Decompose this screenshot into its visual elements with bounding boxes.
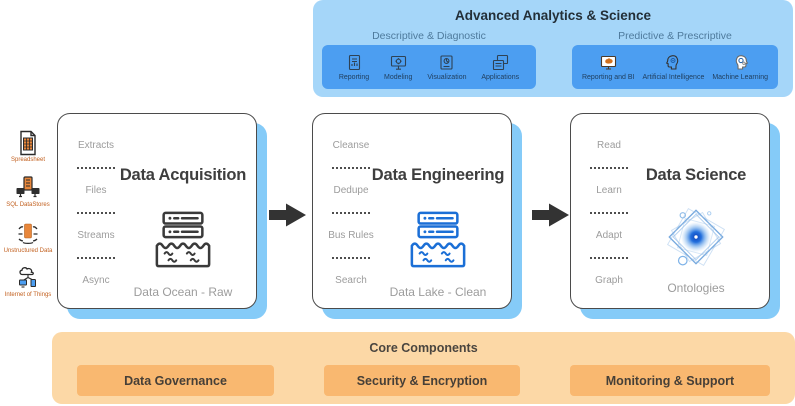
reporting-bi-icon bbox=[600, 54, 617, 71]
dashed-divider bbox=[332, 257, 370, 259]
descriptive-diagnostic-subtitle: Descriptive & Diagnostic bbox=[372, 30, 486, 42]
step-label: Learn bbox=[596, 185, 622, 196]
source-spreadsheet: Spreadsheet bbox=[2, 130, 54, 164]
step-label: Graph bbox=[595, 275, 623, 286]
internet-of-things-icon bbox=[15, 265, 41, 291]
predictive-prescriptive-subtitle: Predictive & Prescriptive bbox=[618, 30, 732, 42]
card-caption: Data Lake - Clean bbox=[389, 285, 487, 299]
source-label: Unstructured Data bbox=[3, 248, 53, 254]
card-title: Data Science bbox=[645, 166, 747, 184]
applications-icon bbox=[492, 54, 509, 71]
core-box-label: Monitoring & Support bbox=[605, 373, 735, 388]
sql-datastores-icon bbox=[15, 175, 41, 201]
unstructured-data-icon bbox=[15, 221, 41, 247]
source-unstructured-data: Unstructured Data bbox=[2, 221, 54, 255]
advanced-analytics-title: Advanced Analytics & Science bbox=[454, 8, 652, 23]
step-label: Streams bbox=[77, 230, 115, 241]
source-internet-of-things: Internet of Things bbox=[2, 265, 54, 299]
visualization-icon bbox=[438, 54, 455, 71]
tool-label: Visualization bbox=[427, 73, 467, 81]
tool-visualization: Visualization bbox=[427, 54, 467, 81]
spreadsheet-icon bbox=[15, 130, 41, 156]
advanced-analytics-panel: Advanced Analytics & Science Descriptive… bbox=[313, 0, 793, 97]
source-sql-datastores: SQL DataStores bbox=[2, 175, 54, 209]
dashed-divider bbox=[332, 212, 370, 214]
core-components-title: Core Components bbox=[369, 341, 478, 355]
tool-machine-learning: Machine Learning bbox=[712, 54, 768, 81]
data-sources-column: Spreadsheet SQL DataStores Unstructured … bbox=[2, 0, 54, 320]
dashed-divider bbox=[590, 257, 628, 259]
card-caption: Data Ocean - Raw bbox=[133, 285, 233, 299]
step-label: Dedupe bbox=[333, 185, 369, 196]
artificial-intelligence-icon bbox=[665, 54, 682, 71]
reporting-icon bbox=[346, 54, 363, 71]
dashed-divider bbox=[332, 167, 370, 169]
data-lake-servers-icon bbox=[407, 209, 469, 271]
ontologies-icon bbox=[662, 203, 730, 271]
descriptive-diagnostic-box: Reporting Modeling Visualization Applica… bbox=[322, 45, 536, 89]
flow-arrow-acquisition-to-engineering bbox=[269, 201, 307, 229]
modeling-icon bbox=[390, 54, 407, 71]
tool-label: Artificial Intelligence bbox=[642, 73, 705, 81]
step-label: Search bbox=[335, 275, 367, 286]
dashed-divider bbox=[77, 257, 115, 259]
core-box-label: Data Governance bbox=[124, 373, 227, 388]
step-label: Read bbox=[597, 140, 621, 151]
step-label: Files bbox=[85, 185, 107, 196]
dashed-divider bbox=[77, 167, 115, 169]
tool-label: Machine Learning bbox=[712, 73, 768, 81]
card-data-science: Read Learn Adapt Graph Data Science bbox=[570, 113, 770, 309]
tool-label: Applications bbox=[481, 73, 520, 81]
source-label: SQL DataStores bbox=[6, 202, 50, 208]
data-ocean-servers-icon bbox=[152, 209, 214, 271]
tool-artificial-intelligence: Artificial Intelligence bbox=[642, 54, 704, 81]
tool-modeling: Modeling bbox=[384, 54, 412, 81]
card-caption: Ontologies bbox=[667, 281, 725, 295]
engineering-steps: Cleanse Dedupe Bus Rules Search bbox=[325, 140, 377, 286]
step-label: Extracts bbox=[77, 140, 115, 151]
step-label: Bus Rules bbox=[328, 230, 374, 241]
dashed-divider bbox=[77, 212, 115, 214]
step-label: Adapt bbox=[595, 230, 623, 241]
core-components-panel: Core Components Data Governance Security… bbox=[52, 332, 795, 404]
tool-reporting: Reporting bbox=[339, 54, 369, 81]
step-label: Cleanse bbox=[332, 140, 370, 151]
card-data-acquisition: Extracts Files Streams Async Data Acquis… bbox=[57, 113, 257, 309]
dashed-divider bbox=[590, 167, 628, 169]
tool-applications: Applications bbox=[481, 54, 519, 81]
source-label: Spreadsheet bbox=[10, 157, 46, 163]
source-label: Internet of Things bbox=[4, 292, 52, 298]
card-title: Data Engineering bbox=[371, 166, 505, 184]
card-title: Data Acquisition bbox=[119, 166, 247, 184]
tool-reporting-and-bi: Reporting and BI bbox=[582, 54, 635, 81]
card-data-engineering: Cleanse Dedupe Bus Rules Search Data Eng… bbox=[312, 113, 512, 309]
core-box-security-encryption: Security & Encryption bbox=[324, 365, 520, 396]
core-box-data-governance: Data Governance bbox=[77, 365, 274, 396]
machine-learning-icon bbox=[732, 54, 749, 71]
flow-arrow-engineering-to-science bbox=[532, 201, 570, 229]
dashed-divider bbox=[590, 212, 628, 214]
tool-label: Reporting bbox=[338, 73, 370, 81]
tool-label: Reporting and BI bbox=[581, 73, 635, 81]
core-box-label: Security & Encryption bbox=[356, 373, 488, 388]
science-steps: Read Learn Adapt Graph bbox=[583, 140, 635, 286]
tool-label: Modeling bbox=[384, 73, 413, 81]
predictive-prescriptive-box: Reporting and BI Artificial Intelligence… bbox=[572, 45, 778, 89]
step-label: Async bbox=[82, 275, 110, 286]
acquisition-steps: Extracts Files Streams Async bbox=[70, 140, 122, 286]
core-box-monitoring-support: Monitoring & Support bbox=[570, 365, 770, 396]
